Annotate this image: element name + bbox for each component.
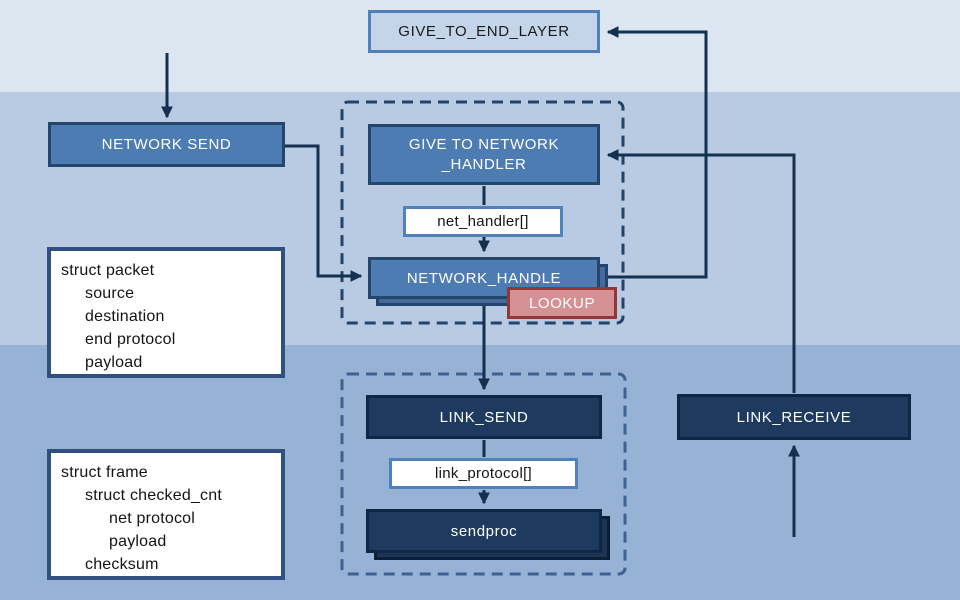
node-give-to-end-layer-label: GIVE_TO_END_LAYER — [398, 23, 570, 40]
node-net-handler-label: net_handler[] — [437, 213, 529, 230]
node-link-protocol-table: link_protocol[] — [389, 458, 578, 489]
struct-frame-field: net protocol — [109, 510, 196, 527]
struct-packet-box: struct packet source destination end pro… — [47, 247, 285, 378]
node-network-send: NETWORK SEND — [48, 122, 285, 167]
node-give-to-network-handler-line2: _HANDLER — [441, 155, 527, 173]
node-link-receive: LINK_RECEIVE — [677, 394, 911, 440]
node-net-handler-table: net_handler[] — [403, 206, 563, 237]
struct-frame-field: checksum — [85, 556, 159, 573]
struct-packet-field: source — [85, 285, 135, 302]
struct-packet-field: payload — [85, 354, 143, 371]
node-give-to-network-handler: GIVE TO NETWORK _HANDLER — [368, 124, 600, 185]
node-link-send: LINK_SEND — [366, 395, 602, 439]
node-give-to-end-layer: GIVE_TO_END_LAYER — [368, 10, 600, 53]
node-network-handle-label: NETWORK_HANDLE — [406, 269, 562, 287]
struct-frame-field: payload — [109, 533, 167, 550]
node-link-send-label: LINK_SEND — [439, 408, 529, 426]
struct-packet-field: destination — [85, 308, 165, 325]
node-network-send-label: NETWORK SEND — [101, 136, 232, 153]
node-sendproc: sendproc — [366, 509, 602, 553]
struct-frame-field: struct checked_cnt — [85, 487, 222, 504]
arrow-network-send-to-network-handle — [285, 144, 363, 282]
node-link-protocol-label: link_protocol[] — [434, 465, 533, 482]
node-lookup-label: LOOKUP — [528, 294, 596, 312]
struct-packet-field: end protocol — [85, 331, 176, 348]
arrow-link-receive-to-network-handler — [606, 149, 796, 393]
node-lookup-tag: LOOKUP — [507, 287, 617, 319]
struct-frame-title: struct frame — [61, 464, 148, 481]
struct-frame-box: struct frame struct checked_cnt net prot… — [47, 449, 285, 580]
node-sendproc-label: sendproc — [450, 522, 518, 540]
struct-packet-title: struct packet — [61, 262, 155, 279]
node-give-to-network-handler-line1: GIVE TO NETWORK — [408, 135, 560, 153]
node-link-receive-label: LINK_RECEIVE — [736, 408, 852, 426]
